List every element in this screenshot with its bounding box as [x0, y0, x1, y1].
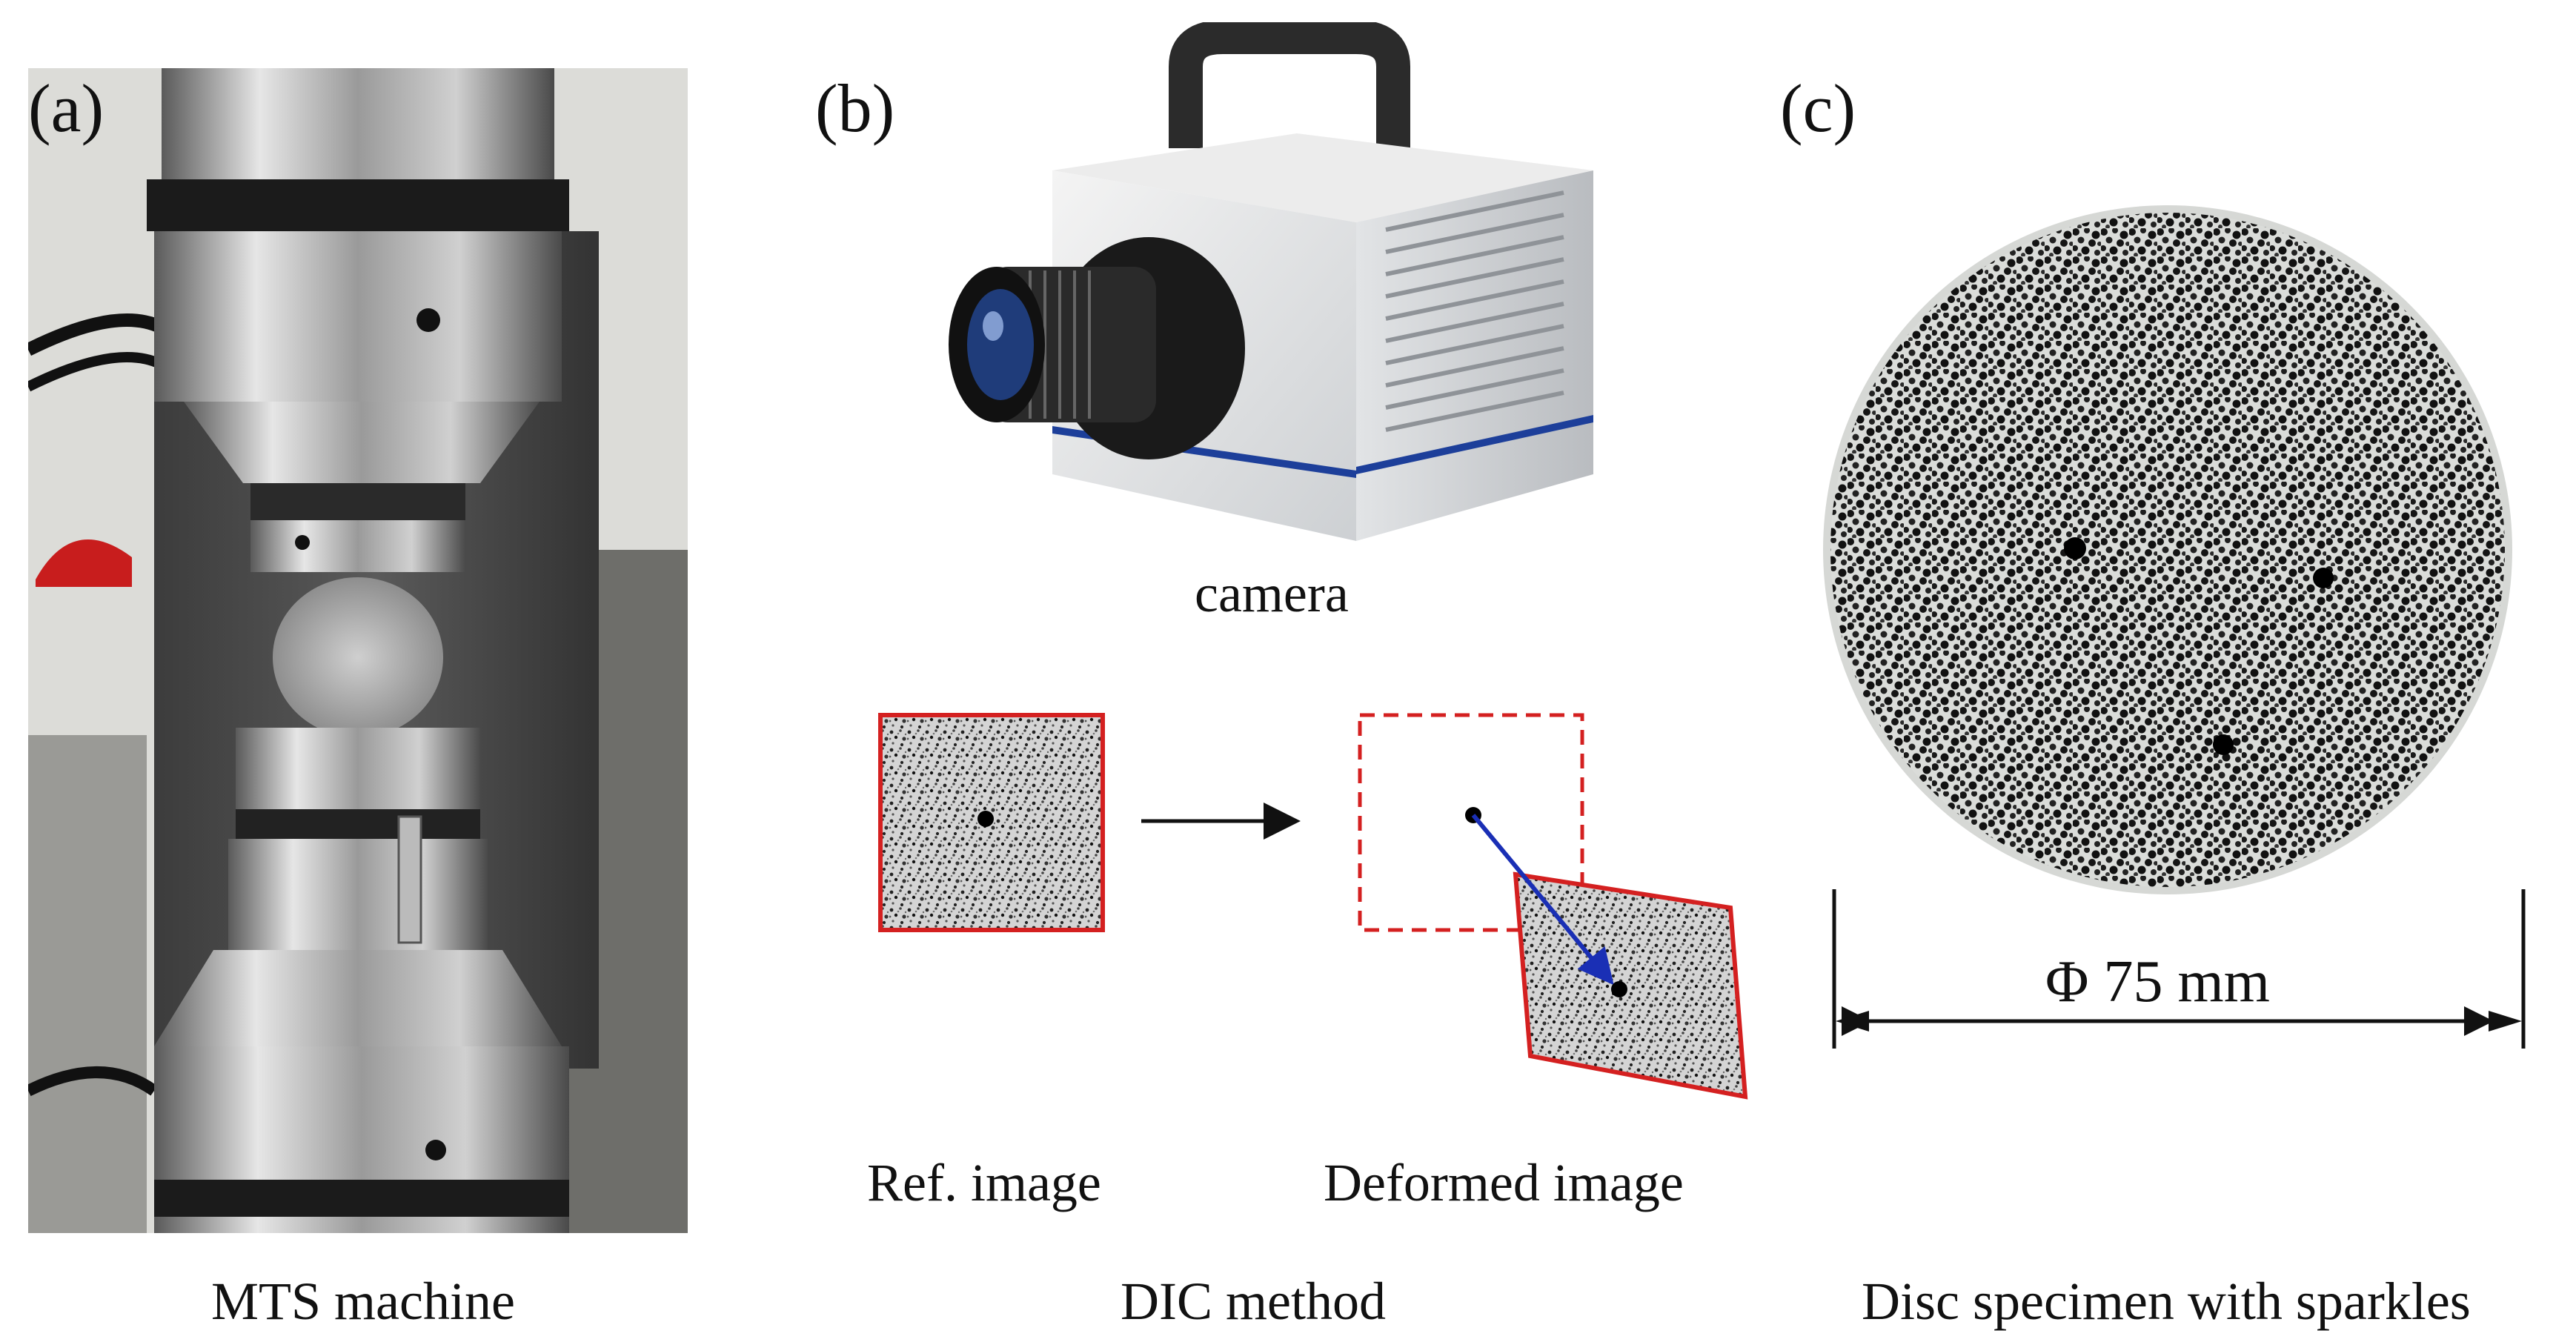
panel-b-label: (b)	[815, 70, 895, 146]
handle	[1169, 22, 1410, 148]
deformed-image-caption: Deformed image	[1324, 1153, 1684, 1212]
speckled-disc	[1830, 213, 2505, 887]
displacement-arrow	[1471, 814, 1614, 986]
reference-point	[977, 811, 994, 827]
original-point	[1465, 807, 1481, 823]
original-subset-outline	[1358, 713, 1584, 932]
reference-image	[878, 713, 1105, 932]
camera-caption: camera	[1195, 564, 1349, 623]
panel-b-caption: DIC method	[1121, 1272, 1386, 1331]
helmet	[36, 539, 132, 587]
diameter-label: Φ 75 mm	[2045, 949, 2270, 1014]
mts-machine-illustration	[28, 68, 688, 1233]
panel-a-caption: MTS machine	[211, 1272, 515, 1331]
deformed-point	[1611, 981, 1627, 997]
panel-c-caption: Disc specimen with sparkles	[1862, 1272, 2471, 1331]
disc-specimen-photo	[1819, 200, 2516, 900]
mts-machine-photo	[28, 68, 688, 1233]
deformed-subset	[1513, 871, 1748, 1100]
panel-c-label: (c)	[1780, 70, 1856, 146]
disc-speckle-illustration	[1823, 205, 2512, 894]
disc-specimen-in-machine	[273, 577, 443, 737]
camera-illustration	[949, 22, 1593, 541]
camera-photo	[941, 22, 1593, 556]
ref-image-caption: Ref. image	[867, 1153, 1101, 1212]
panel-a-label: (a)	[28, 70, 104, 146]
